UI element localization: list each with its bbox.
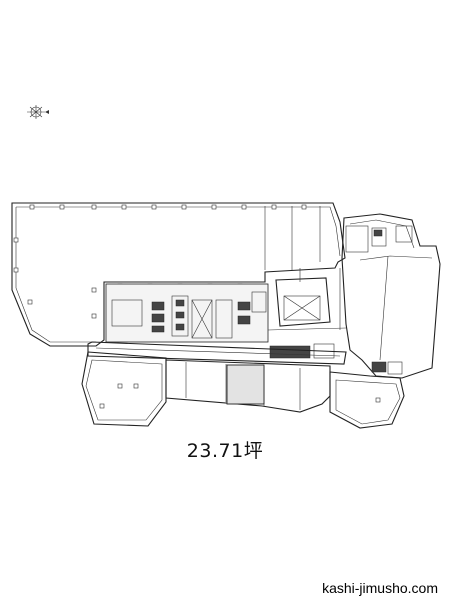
floor-area-label: 23.71坪 bbox=[186, 440, 264, 462]
east-core bbox=[267, 268, 347, 359]
northeast-wing bbox=[341, 213, 441, 379]
leasing-unit-highlight bbox=[226, 364, 265, 405]
compass-rose-icon bbox=[27, 105, 49, 119]
south-wing bbox=[81, 351, 405, 429]
site-watermark: kashi-jimusho.com bbox=[322, 580, 438, 596]
building-core bbox=[105, 283, 269, 343]
